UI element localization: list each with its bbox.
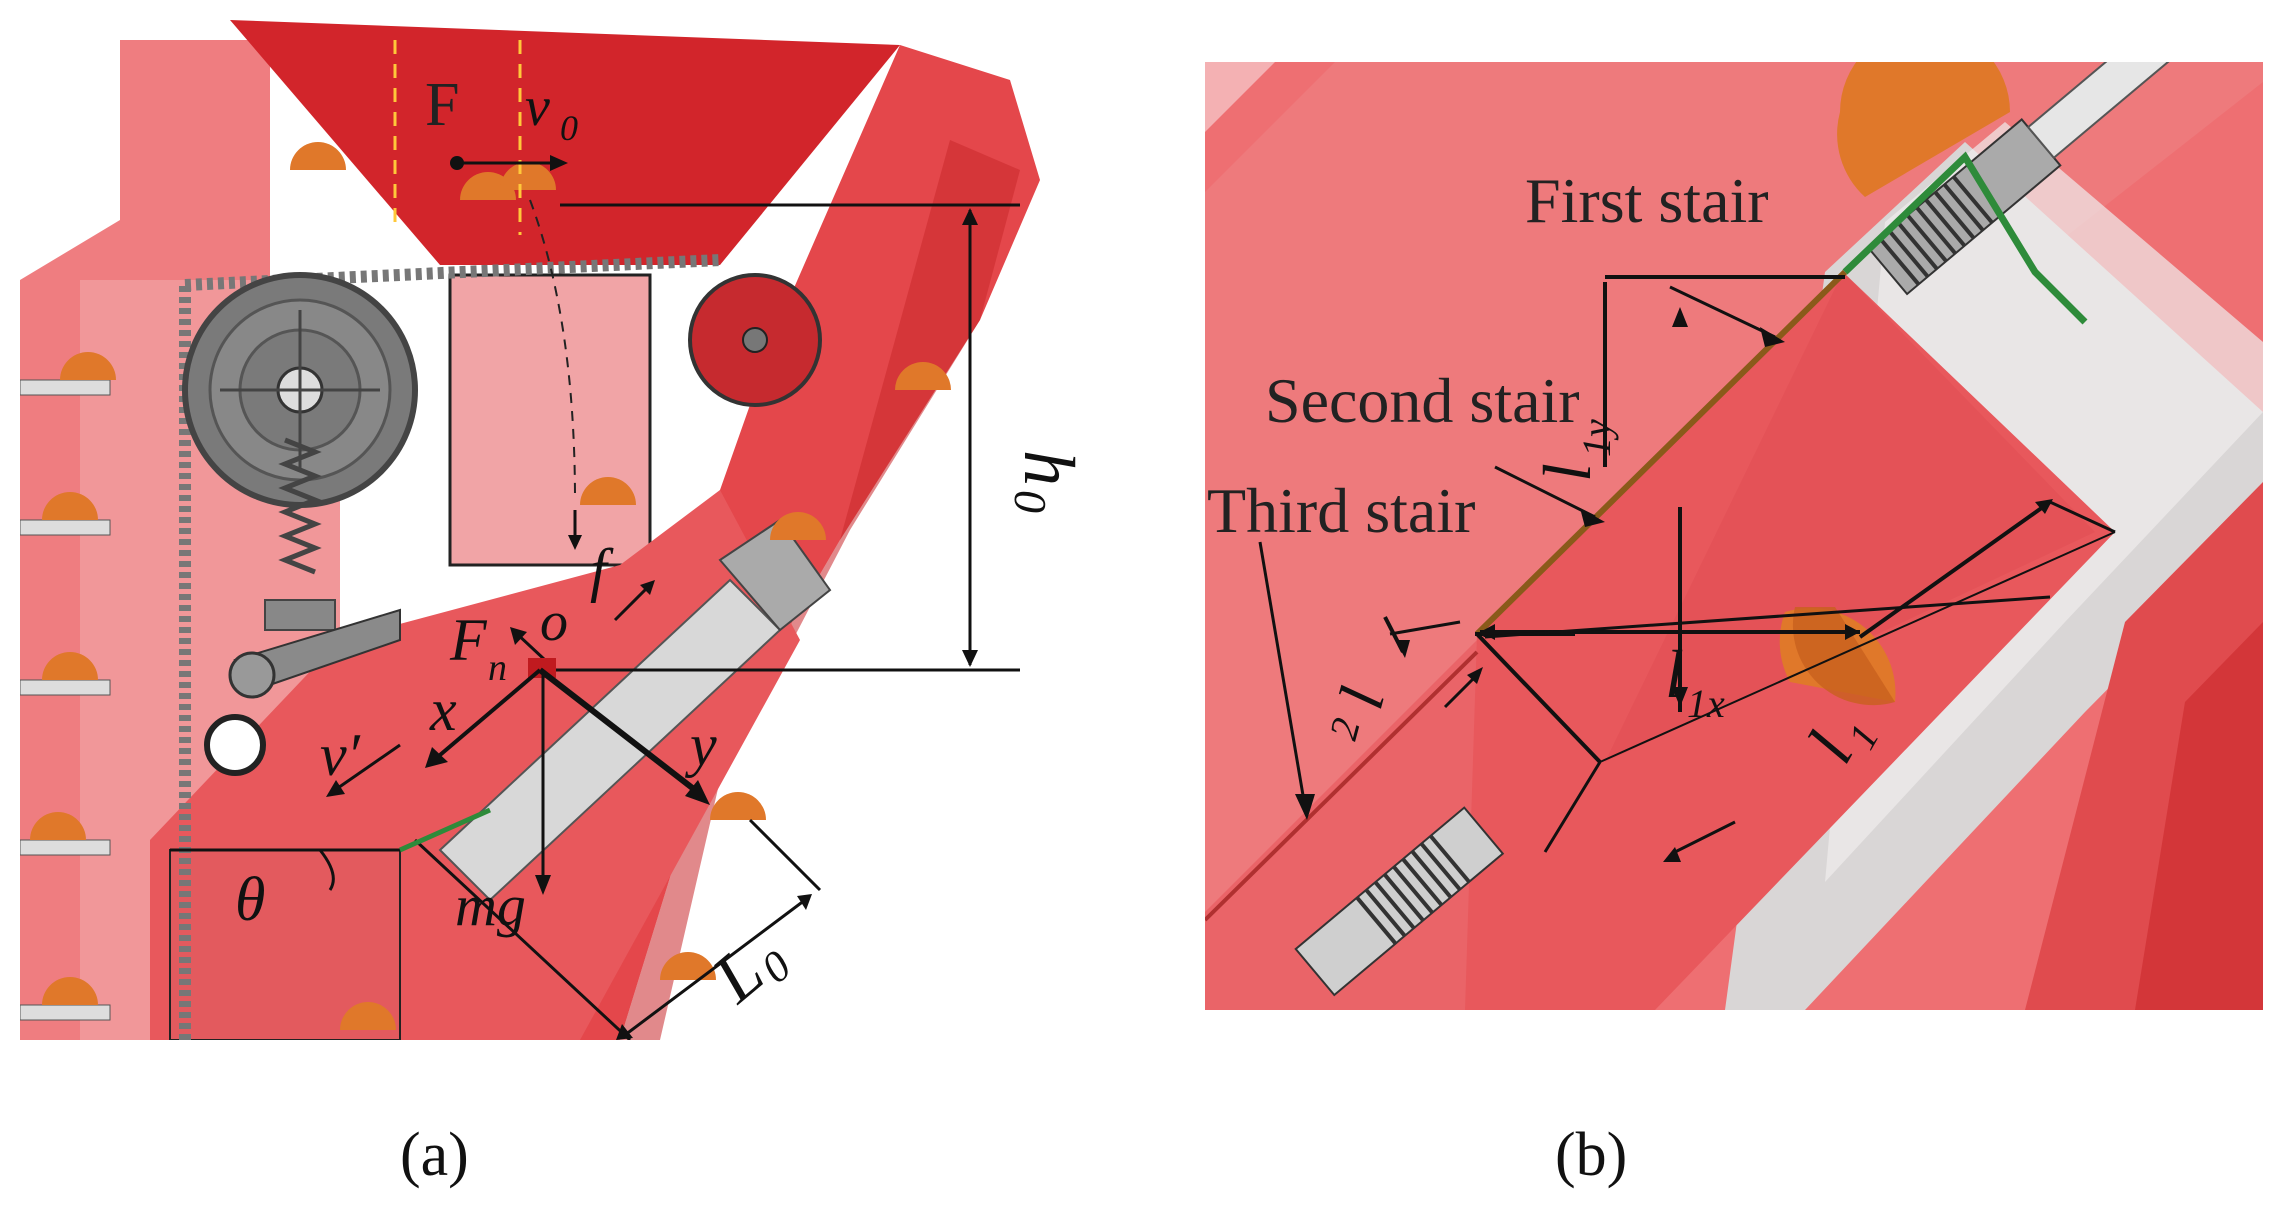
l1-lower-arrow xyxy=(1674,820,1736,854)
caption-b: (b) xyxy=(1555,1121,1628,1189)
guide-box xyxy=(448,273,652,567)
label-f-force: F xyxy=(425,71,459,139)
label-x: x xyxy=(429,677,457,743)
label-v-prime: v′ xyxy=(320,722,361,788)
panel-a: F v 0 h 0 f o F n x y v′ θ mg L 0 xyxy=(20,20,1082,1040)
label-fn-sub: n xyxy=(488,647,507,689)
label-l1x: l xyxy=(1665,636,1684,712)
seed-top xyxy=(1837,62,2010,197)
shaft-end xyxy=(718,518,832,632)
theta-arc xyxy=(318,849,335,891)
label-second-stair: Second stair xyxy=(1265,365,1580,436)
x-axis xyxy=(438,668,542,757)
label-third-stair: Third stair xyxy=(1207,475,1475,546)
screw-top xyxy=(1867,62,2209,296)
seed-cups-left xyxy=(20,352,116,1021)
label-y: y xyxy=(684,712,717,778)
label-o: o xyxy=(540,591,568,653)
third-stair-pointer xyxy=(1258,541,1307,808)
label-theta: θ xyxy=(235,866,265,934)
l2-ext-1 xyxy=(1389,620,1461,636)
screw-bottom xyxy=(1294,806,1505,997)
o-arrow xyxy=(613,583,652,622)
l0-dimension xyxy=(624,898,806,1037)
pocket-bottom-edge xyxy=(1599,531,2116,763)
label-l1y-sub: 1y xyxy=(1574,419,1619,457)
second-stair-line xyxy=(1474,269,1848,637)
v-prime-arrow xyxy=(334,743,401,792)
pocket-left-edge xyxy=(1475,632,1602,764)
third-stair-line xyxy=(1205,650,1479,922)
label-v0: v xyxy=(525,76,550,138)
l0-ext-line-2 xyxy=(748,818,822,892)
right-frame-edge xyxy=(2135,622,2263,1010)
pocket-shade xyxy=(1605,272,2095,762)
roller-axle xyxy=(742,327,768,353)
label-h0-sub: 0 xyxy=(1005,490,1056,513)
spring xyxy=(264,437,336,631)
trajectory-curve xyxy=(529,199,576,501)
hole xyxy=(204,714,266,776)
second-stair-pointer xyxy=(1494,465,1596,519)
panel-b-drawing: First stair Second stair Third stair l 1… xyxy=(1205,62,2263,1010)
seed-cups-top xyxy=(290,142,951,1030)
label-l1x-sub: 1x xyxy=(1687,681,1725,726)
label-l1y: l xyxy=(1529,463,1605,482)
label-mg: mg xyxy=(455,873,526,938)
caption-a: (a) xyxy=(400,1121,469,1189)
l1-dimension xyxy=(1858,500,2052,639)
y-axis xyxy=(538,667,697,793)
l0-ext-line-1 xyxy=(413,838,632,1040)
pocket-extension xyxy=(1543,761,1602,853)
stair-mark-a xyxy=(398,807,492,853)
corner-pale xyxy=(1205,62,1275,132)
first-stair-pointer xyxy=(1669,285,1776,339)
panel-a-drawing: F v 0 h 0 f o F n x y v′ θ mg L 0 xyxy=(20,20,1082,1040)
label-fn: F xyxy=(449,607,488,673)
panel-b: First stair Second stair Third stair l 1… xyxy=(1205,62,2263,1010)
label-h0: h xyxy=(1009,450,1082,486)
label-first-stair: First stair xyxy=(1525,165,1769,236)
label-v0-sub: 0 xyxy=(560,108,578,148)
lever-pivot xyxy=(228,651,276,699)
first-stair-line xyxy=(1842,151,2088,325)
